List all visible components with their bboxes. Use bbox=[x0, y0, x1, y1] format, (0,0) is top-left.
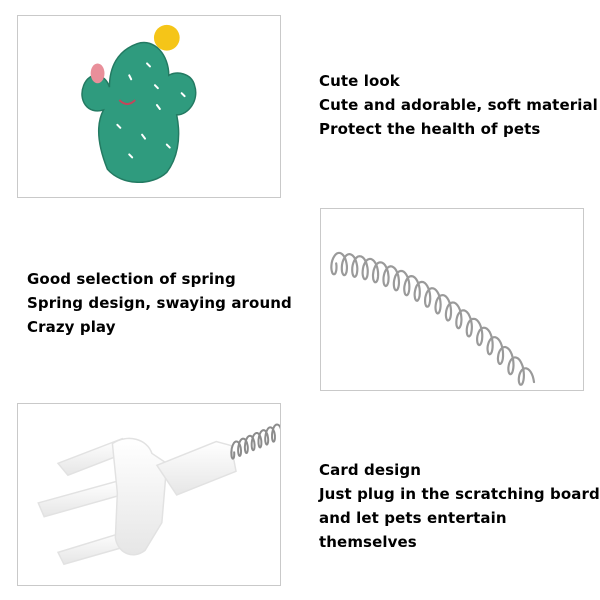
caption-card-design: Card design Just plug in the scratching … bbox=[319, 458, 600, 554]
caption-heading: Card design bbox=[319, 461, 421, 479]
caption-line: and let pets entertain bbox=[319, 509, 507, 527]
cactus-image-panel bbox=[17, 15, 281, 198]
plug-card-icon bbox=[37, 423, 280, 566]
caption-line: Spring design, swaying around bbox=[27, 294, 292, 312]
caption-line: Cute and adorable, soft material bbox=[319, 96, 598, 114]
spring-image-panel bbox=[320, 208, 584, 391]
caption-heading: Good selection of spring bbox=[27, 270, 236, 288]
caption-line: themselves bbox=[319, 533, 417, 551]
caption-line: Protect the health of pets bbox=[319, 120, 541, 138]
caption-line: Crazy play bbox=[27, 318, 116, 336]
caption-heading: Cute look bbox=[319, 72, 400, 90]
caption-spring: Good selection of spring Spring design, … bbox=[27, 267, 292, 339]
cactus-plush-icon bbox=[81, 24, 197, 184]
spring-icon bbox=[330, 251, 536, 386]
caption-line: Just plug in the scratching board bbox=[319, 485, 600, 503]
caption-cute-look: Cute look Cute and adorable, soft materi… bbox=[319, 69, 598, 141]
card-plug-image-panel bbox=[17, 403, 281, 586]
